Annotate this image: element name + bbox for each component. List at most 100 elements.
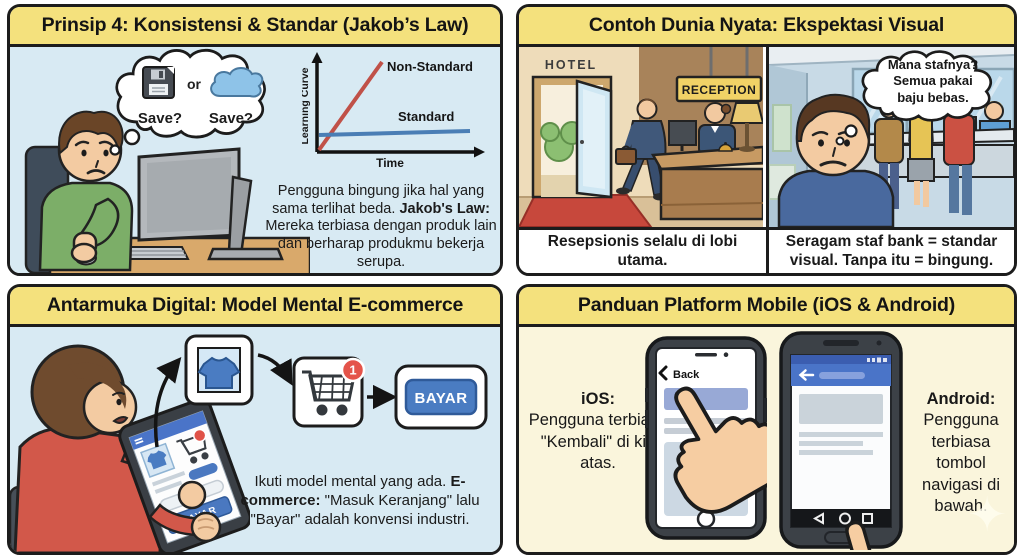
panel1-body-text: Pengguna bingung jika hal yang sama terl… <box>262 183 500 271</box>
panel-mobile-guide: Panduan Platform Mobile (iOS & Android) … <box>516 284 1017 555</box>
eye-right <box>103 149 109 157</box>
cart-badge <box>340 357 366 383</box>
y-axis-arrow <box>311 52 323 63</box>
hand-right <box>177 480 207 510</box>
bubble-trail-large <box>123 128 141 146</box>
android-status-bar <box>791 355 891 364</box>
seated-man <box>38 110 134 272</box>
shopper-illustration: BAYAR <box>10 344 250 552</box>
thought-bubble: or Save? Save? <box>109 48 266 156</box>
android-note: Android: Pengguna terbiasa tombol navigas… <box>905 389 1014 518</box>
bank-half: Mana stafnya? Semua pakai baju bebas. Se… <box>769 47 1014 273</box>
panel1-body-bold: Jakob's Law: <box>399 200 490 217</box>
worried-eyebrows <box>74 140 114 147</box>
nonstandard-label: Non-Standard <box>387 59 473 74</box>
save-cloud-label: Save? <box>209 110 253 127</box>
hand-on-mouse <box>70 242 98 264</box>
panel3-body-1: Ikuti model mental yang ada. <box>254 473 451 490</box>
tablet-app-bar <box>129 411 207 450</box>
hotel-sign: HOTEL <box>545 58 597 72</box>
y-axis-label: Learning Curve <box>302 67 311 144</box>
android-speaker <box>823 340 859 346</box>
cart-card: 1 <box>292 356 366 428</box>
panel1-body-2: Mereka terbiasa dengan produk lain dan b… <box>265 218 497 270</box>
cart-icon <box>302 370 356 416</box>
hotel-caption: Resepsionis selalu di lobi utama. <box>519 227 766 273</box>
android-home-button-icon <box>839 512 851 525</box>
reception-desk <box>650 145 763 221</box>
standard-label: Standard <box>398 109 454 124</box>
bank-scene <box>769 47 1014 227</box>
wall-panel <box>772 104 792 152</box>
hair <box>795 93 871 142</box>
arrow-product-to-cart <box>257 353 293 386</box>
pay-card: BAYAR <box>394 364 488 430</box>
iphone-illustration: Back <box>645 336 767 540</box>
red-carpet <box>519 194 653 227</box>
frown-mouth <box>86 169 106 175</box>
android-camera <box>876 340 882 346</box>
product-card <box>184 334 254 406</box>
panel1-body-1: Pengguna bingung jika hal yang sama terl… <box>272 183 485 217</box>
ios-back-label: Back <box>673 369 700 381</box>
nonstandard-line <box>317 60 384 152</box>
panel2-header: Contoh Dunia Nyata: Ekspektasi Visual <box>519 7 1014 47</box>
iphone-camera <box>723 352 729 357</box>
bank-caption: Seragam staf bank = standar visual. Tanp… <box>769 227 1014 273</box>
android-illustration <box>779 331 931 550</box>
save-floppy-label: Save? <box>138 110 182 127</box>
or-label: or <box>187 76 202 92</box>
bubble-trail-small <box>835 136 845 146</box>
pointing-hand-icon <box>673 386 767 514</box>
panel3-content: BAYAR <box>10 327 500 552</box>
learning-curve-chart: Non-Standard Standard Learning Curve Tim… <box>302 52 485 170</box>
reception-sign-label: RECEPTION <box>682 83 757 97</box>
reception-sign: RECEPTION <box>675 47 763 103</box>
cart-badge-count: 1 <box>349 363 356 378</box>
ios-heading: iOS: <box>581 390 615 408</box>
pay-button <box>404 378 478 416</box>
arrow-tablet-to-product <box>153 356 182 448</box>
hotel-half: HOTEL RECEPTION <box>519 47 769 273</box>
save-floppy-icon <box>142 66 175 99</box>
tablet-cart-badge <box>192 428 207 443</box>
panel-jakobs-law: Prinsip 4: Konsistensi & Standar (Jakob’… <box>7 4 503 276</box>
panel2-title: Contoh Dunia Nyata: Ekspektasi Visual <box>588 14 945 36</box>
ecommerce-flow: 1 BAYAR <box>153 334 488 448</box>
desk-lamp <box>729 102 763 152</box>
android-back-arrow-icon <box>798 369 815 381</box>
bubble-trail-small <box>109 144 121 156</box>
panel4-title: Panduan Platform Mobile (iOS & Android) <box>577 294 956 316</box>
ios-note: iOS:Pengguna terbiasa "Kembali" di kiri … <box>527 389 669 475</box>
standard-line <box>318 129 471 137</box>
iphone-speaker <box>695 353 717 357</box>
pay-button-label: BAYAR <box>414 390 467 407</box>
panel3-body-bold: E-commerce: <box>240 473 466 509</box>
tshirt-icon <box>197 356 241 389</box>
android-text: Pengguna terbiasa tombol navigasi di baw… <box>922 411 1000 516</box>
panel3-title: Antarmuka Digital: Model Mental E-commer… <box>46 294 464 316</box>
bubble-trail-large <box>844 124 858 138</box>
x-axis-label: Time <box>376 156 404 170</box>
panel3-header: Antarmuka Digital: Model Mental E-commer… <box>10 287 500 327</box>
save-cloud-icon <box>210 67 264 98</box>
android-content-block <box>799 394 883 424</box>
panel-real-world: Contoh Dunia Nyata: Ekspektasi Visual <box>516 4 1017 276</box>
nose <box>95 160 99 168</box>
pointing-hand-icon <box>827 520 931 550</box>
tablet-small-button <box>188 463 218 480</box>
bank-thought-bubble <box>861 50 993 122</box>
briefcase <box>615 148 637 165</box>
eye <box>116 398 122 406</box>
panel4-content: iOS:Pengguna terbiasa "Kembali" di kiri … <box>519 327 1014 552</box>
desk-bell <box>718 142 733 152</box>
panel1-title: Prinsip 4: Konsistensi & Standar (Jakob’… <box>41 14 469 36</box>
android-recents-button-icon <box>862 513 873 524</box>
eye-left <box>81 149 87 157</box>
panel1-header: Prinsip 4: Konsistensi & Standar (Jakob’… <box>10 7 500 47</box>
hair-fringe <box>68 362 127 409</box>
hair <box>58 110 124 155</box>
android-heading: Android: <box>926 390 996 408</box>
panel-ecommerce: Antarmuka Digital: Model Mental E-commer… <box>7 284 503 555</box>
